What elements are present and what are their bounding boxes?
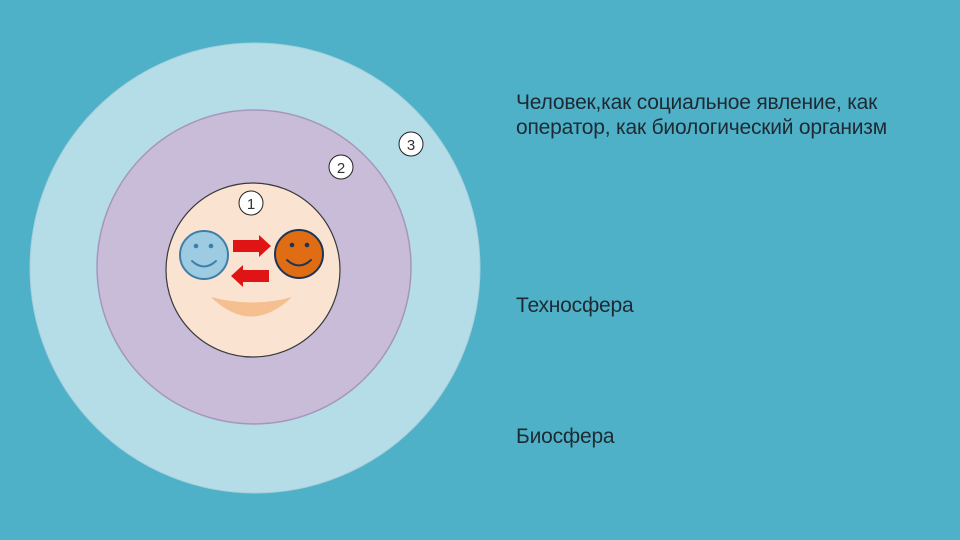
badge-level-3-label: 3 <box>407 137 415 154</box>
smiley-blue-icon <box>179 230 229 280</box>
smile-band <box>211 297 292 317</box>
description-biosphere: Биосфера <box>516 425 615 448</box>
arrow-left-icon <box>231 265 269 287</box>
badge-level-2: 2 <box>328 154 354 180</box>
smiley-orange-icon <box>274 229 324 279</box>
badge-level-2-label: 2 <box>337 160 345 177</box>
badge-level-1: 1 <box>238 190 264 216</box>
badge-level-1-label: 1 <box>247 196 255 213</box>
description-human: Человек,как социальное явление, как опер… <box>516 91 887 139</box>
badge-level-3: 3 <box>398 131 424 157</box>
arrow-right-icon <box>233 235 271 257</box>
description-technosphere: Техносфера <box>516 294 634 317</box>
